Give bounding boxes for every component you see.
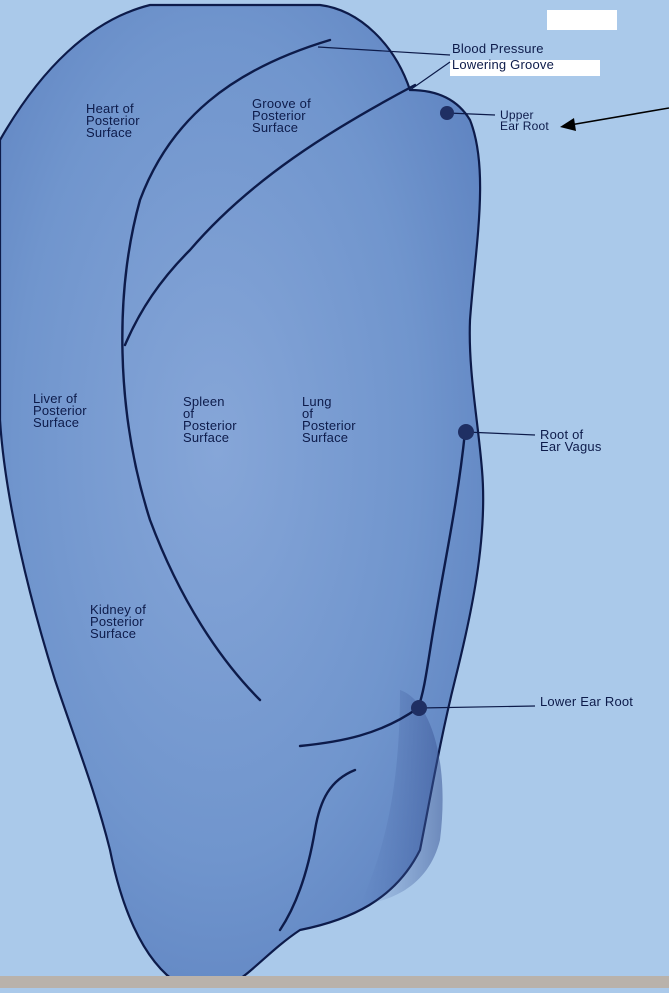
blood-pressure-line-1: Blood Pressure [452, 43, 554, 55]
bottom-strip [0, 976, 669, 988]
lower-ear-root-point [411, 700, 427, 716]
groove-label: Groove of Posterior Surface [252, 98, 311, 134]
spleen-label: Spleen of Posterior Surface [183, 396, 237, 444]
spleen-line-4: Surface [183, 432, 237, 444]
blood-pressure-line-2: Lowering Groove [452, 59, 554, 71]
root-vagus-label: Root of Ear Vagus [540, 429, 602, 453]
liver-label: Liver of Posterior Surface [33, 393, 87, 429]
lower-ear-root-line-1: Lower Ear Root [540, 696, 633, 708]
kidney-label: Kidney of Posterior Surface [90, 604, 146, 640]
heart-label: Heart of Posterior Surface [86, 103, 140, 139]
lung-label: Lung of Posterior Surface [302, 396, 356, 444]
liver-line-3: Surface [33, 417, 87, 429]
top-white-patch [547, 10, 617, 30]
upper-ear-root-label: Upper Ear Root [500, 110, 549, 132]
blood-pressure-groove-label: Blood Pressure Lowering Groove [452, 43, 554, 71]
upper-ear-root-line-2: Ear Root [500, 121, 549, 132]
heart-line-3: Surface [86, 127, 140, 139]
root-vagus-point [458, 424, 474, 440]
kidney-line-3: Surface [90, 628, 146, 640]
upper-ear-root-point [440, 106, 454, 120]
lower-ear-root-label: Lower Ear Root [540, 696, 633, 708]
lung-line-4: Surface [302, 432, 356, 444]
groove-line-3: Surface [252, 122, 311, 134]
root-vagus-line-2: Ear Vagus [540, 441, 602, 453]
